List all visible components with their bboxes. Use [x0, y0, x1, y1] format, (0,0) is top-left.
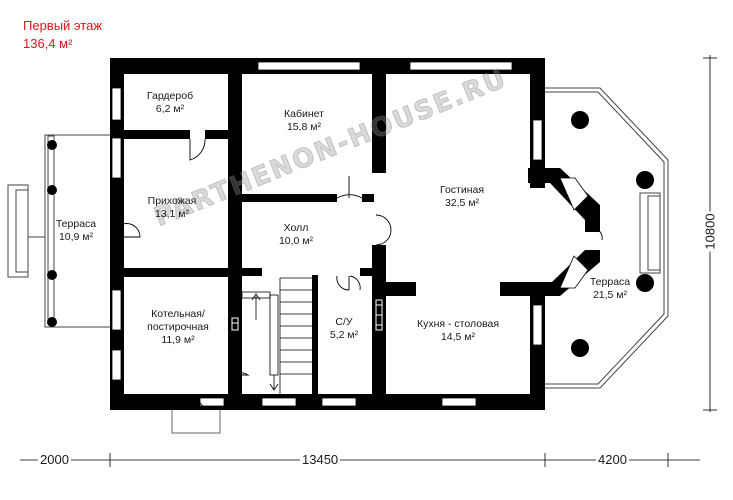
left-terrace-columns — [47, 140, 57, 327]
right-terrace — [545, 87, 669, 389]
vents — [231, 299, 383, 331]
doors — [112, 138, 603, 411]
dim-right: 4200 — [596, 452, 629, 467]
dim-left: 2000 — [38, 452, 71, 467]
entrance-porch — [171, 407, 221, 434]
floor-title: Первый этаж — [23, 18, 103, 33]
stairs — [241, 277, 312, 394]
windows — [111, 61, 589, 407]
floor-area: 136,4 м² — [23, 36, 73, 51]
interior-walls — [110, 58, 416, 410]
dim-height: 10800 — [700, 211, 720, 252]
right-terrace-columns — [571, 111, 654, 357]
bay-walls — [500, 168, 600, 296]
dim-center: 13450 — [300, 452, 341, 467]
